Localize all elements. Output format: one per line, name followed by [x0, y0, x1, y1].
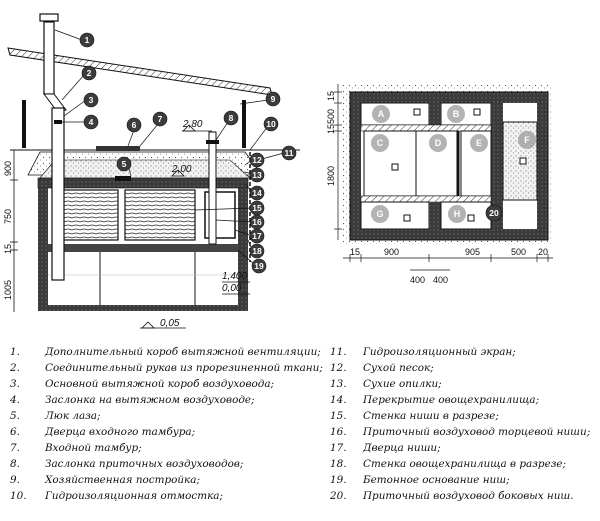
svg-text:15: 15 — [252, 203, 262, 213]
concrete-base — [48, 244, 238, 252]
storage-wall-left — [38, 188, 48, 310]
plan-label-d: D — [429, 134, 447, 152]
svg-text:2: 2 — [87, 68, 92, 78]
plan-view: A B C D E F G H 20 15 500 15 1800 15 900… — [326, 84, 553, 285]
supply-duct — [208, 131, 217, 245]
plan-label-e: E — [470, 134, 488, 152]
level-bottom: 0,05 — [160, 318, 180, 329]
svg-text:13: 13 — [252, 170, 262, 180]
cellar-diagram: 900 750 15 1005 2,80 2,00 1,400 0,00 0,0… — [3, 13, 553, 329]
marker-12: 12 — [249, 152, 265, 168]
dry-sandust-layer — [39, 159, 251, 179]
plan-dim-15-mid: 15 — [326, 124, 336, 134]
extra-exhaust-box — [43, 21, 55, 95]
plan-dim-500: 500 — [326, 109, 336, 124]
svg-text:18: 18 — [252, 246, 262, 256]
marker-14: 14 — [249, 185, 265, 201]
storage-ceiling — [37, 177, 249, 189]
marker-13: 13 — [249, 167, 265, 183]
marker-3: 3 — [83, 92, 99, 108]
svg-text:H: H — [454, 209, 461, 219]
marker-9: 9 — [265, 91, 281, 107]
hatch — [115, 176, 131, 181]
niche-right — [124, 189, 196, 241]
exhaust-damper — [54, 120, 62, 124]
svg-text:20: 20 — [489, 208, 499, 218]
marker-10: 10 — [263, 116, 279, 132]
plan-label-f: F — [518, 131, 536, 149]
svg-text:16: 16 — [252, 217, 262, 227]
marker-8: 8 — [223, 110, 239, 126]
plan-dim-bottom-900: 900 — [384, 247, 399, 257]
legend: 1.Дополнительный короб вытяжной вентиляц… — [10, 346, 591, 502]
plan-dim-bottom-500: 500 — [511, 247, 526, 257]
svg-text:9: 9 — [271, 94, 276, 104]
svg-text:12: 12 — [252, 155, 262, 165]
building-wall-right — [242, 100, 246, 148]
marker-6: 6 — [126, 117, 142, 133]
vestibule-door — [96, 146, 140, 151]
svg-text:1: 1 — [85, 35, 90, 45]
plan-dim-bottom-400b: 400 — [433, 275, 448, 285]
marker-17: 17 — [249, 228, 265, 244]
building-wall-left — [22, 100, 26, 148]
svg-text:C: C — [377, 138, 384, 148]
marker-20: 20 — [485, 204, 503, 222]
dim-side-900: 900 — [3, 161, 13, 176]
svg-text:14: 14 — [252, 188, 262, 198]
marker-15: 15 — [249, 200, 265, 216]
svg-text:8: 8 — [229, 113, 234, 123]
svg-text:5: 5 — [122, 159, 127, 169]
storage-floor — [38, 305, 248, 311]
supply-damper — [206, 140, 219, 144]
svg-text:D: D — [435, 138, 442, 148]
svg-text:G: G — [376, 209, 383, 219]
marker-4: 4 — [83, 114, 99, 130]
plan-dim-1800: 1800 — [326, 166, 336, 186]
level-000: 0,00 — [222, 283, 242, 294]
svg-text:F: F — [524, 135, 530, 145]
svg-text:A: A — [378, 109, 385, 119]
storage-wall-right — [238, 188, 248, 310]
marker-1: 1 — [79, 32, 95, 48]
connecting-sleeve — [43, 93, 67, 111]
side-view: 900 750 15 1005 2,80 2,00 1,400 0,00 0,0… — [3, 13, 300, 329]
dim-side-750: 750 — [3, 209, 13, 224]
level-1400: 1,400 — [222, 271, 247, 282]
marker-11: 11 — [281, 145, 297, 161]
plan-label-h: H — [448, 205, 466, 223]
niche-left — [57, 189, 119, 241]
plan-label-b: B — [447, 105, 465, 123]
svg-text:6: 6 — [132, 120, 137, 130]
plan-dim-bottom-15: 15 — [350, 247, 360, 257]
dim-side-1005: 1005 — [3, 280, 13, 300]
level-top: 2,80 — [182, 119, 203, 130]
plan-label-c: C — [371, 134, 389, 152]
marker-16: 16 — [249, 214, 265, 230]
svg-text:11: 11 — [285, 148, 294, 158]
marker-7: 7 — [152, 111, 168, 127]
marker-18: 18 — [249, 243, 265, 259]
marker-5: 5 — [116, 156, 132, 172]
svg-text:B: B — [453, 109, 460, 119]
level-mid: 2,00 — [171, 164, 192, 175]
dim-side-15: 15 — [3, 244, 13, 254]
plan-dim-bottom-905: 905 — [465, 247, 480, 257]
duct-cap — [39, 13, 59, 22]
svg-text:10: 10 — [266, 119, 276, 129]
plan-label-g: G — [371, 205, 389, 223]
svg-text:19: 19 — [254, 261, 264, 271]
main-exhaust-duct — [51, 107, 65, 281]
svg-text:3: 3 — [89, 95, 94, 105]
plan-dim-15-top: 15 — [326, 91, 336, 101]
svg-text:E: E — [476, 138, 482, 148]
svg-text:17: 17 — [252, 231, 262, 241]
plan-dim-bottom-400a: 400 — [410, 275, 425, 285]
plan-dim-bottom-20: 20 — [538, 247, 548, 257]
marker-19: 19 — [251, 258, 267, 274]
svg-text:7: 7 — [158, 114, 163, 124]
marker-2: 2 — [81, 65, 97, 81]
plan-label-a: A — [372, 105, 390, 123]
svg-text:4: 4 — [89, 117, 94, 127]
